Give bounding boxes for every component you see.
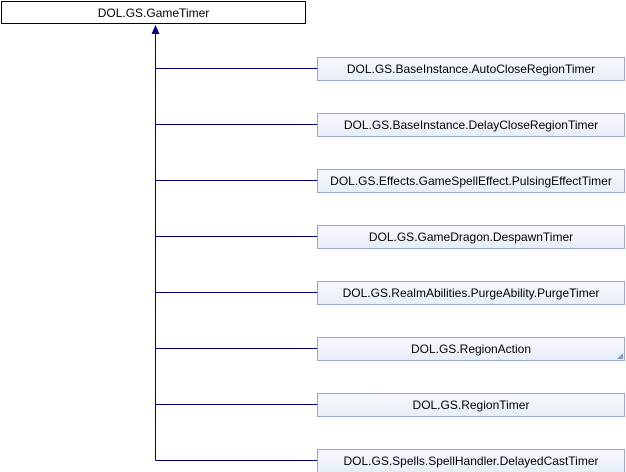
derived-class-node[interactable]: DOL.GS.Effects.GameSpellEffect.PulsingEf… <box>317 169 625 193</box>
derived-class-label: DOL.GS.GameDragon.DespawnTimer <box>368 230 574 244</box>
derived-class-label: DOL.GS.Effects.GameSpellEffect.PulsingEf… <box>330 174 612 188</box>
derived-class-label: DOL.GS.RegionAction <box>410 342 532 356</box>
base-class-node[interactable]: DOL.GS.GameTimer <box>1 1 306 24</box>
base-class-label: DOL.GS.GameTimer <box>97 5 210 20</box>
inheritance-arrowhead <box>151 25 160 34</box>
derived-class-node[interactable]: DOL.GS.Spells.SpellHandler.DelayedCastTi… <box>317 449 625 472</box>
derived-class-label: DOL.GS.BaseInstance.DelayCloseRegionTime… <box>343 118 599 132</box>
derived-class-node[interactable]: DOL.GS.BaseInstance.AutoCloseRegionTimer <box>317 57 625 81</box>
derived-class-node[interactable]: DOL.GS.RealmAbilities.PurgeAbility.Purge… <box>317 281 625 305</box>
derived-class-label: DOL.GS.BaseInstance.AutoCloseRegionTimer <box>346 62 596 76</box>
derived-class-node[interactable]: DOL.GS.RegionTimer <box>317 393 625 417</box>
derived-class-node[interactable]: DOL.GS.BaseInstance.DelayCloseRegionTime… <box>317 113 625 137</box>
derived-class-node[interactable]: DOL.GS.RegionAction <box>317 337 625 361</box>
derived-class-node[interactable]: DOL.GS.GameDragon.DespawnTimer <box>317 225 625 249</box>
truncated-corner-icon <box>617 353 623 359</box>
derived-class-label: DOL.GS.RealmAbilities.PurgeAbility.Purge… <box>342 286 600 300</box>
derived-class-label: DOL.GS.Spells.SpellHandler.DelayedCastTi… <box>343 454 599 468</box>
derived-class-label: DOL.GS.RegionTimer <box>412 398 530 412</box>
